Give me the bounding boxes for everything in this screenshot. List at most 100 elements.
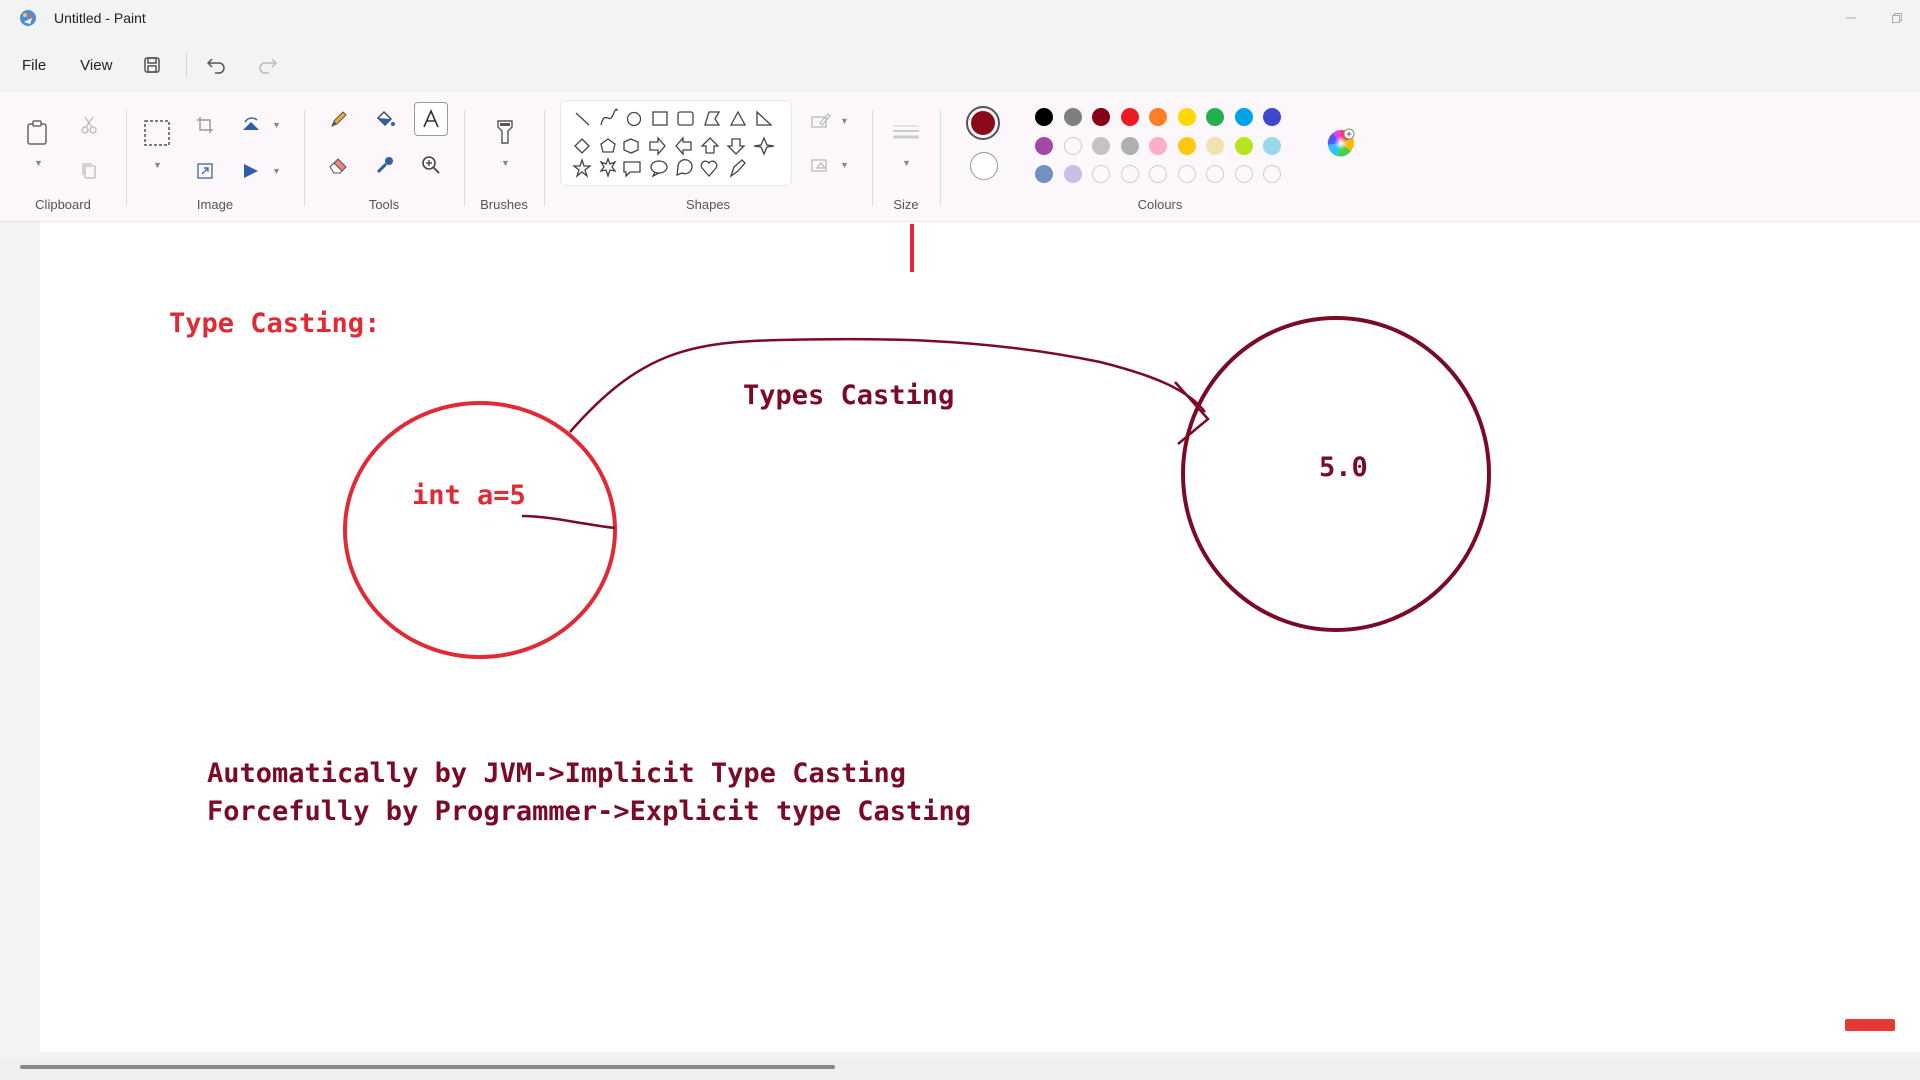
palette-swatch[interactable] bbox=[1177, 136, 1196, 155]
shape-fill-chevron-icon[interactable]: ▼ bbox=[840, 160, 849, 170]
paint-app-icon bbox=[20, 10, 36, 26]
copy-button[interactable] bbox=[72, 154, 106, 188]
canvas-area: Type Casting: int a=5 Types Casting 5.0 … bbox=[0, 222, 1920, 1057]
palette-swatch[interactable] bbox=[1263, 108, 1281, 126]
save-button[interactable] bbox=[136, 49, 168, 81]
palette-swatch[interactable] bbox=[1035, 136, 1053, 155]
ribbon-separator bbox=[940, 110, 941, 206]
palette-swatch[interactable] bbox=[1063, 136, 1082, 155]
palette-swatch[interactable] bbox=[1263, 165, 1281, 183]
colours-label: Colours bbox=[1137, 197, 1183, 212]
outline-chevron-icon[interactable]: ▼ bbox=[840, 116, 849, 126]
horizontal-scrollbar[interactable] bbox=[20, 1065, 835, 1069]
undo-button[interactable] bbox=[201, 49, 233, 81]
rotate-button[interactable] bbox=[234, 108, 268, 142]
palette-swatch[interactable] bbox=[1177, 108, 1196, 126]
pencil-icon bbox=[331, 111, 347, 127]
size-chevron-icon[interactable]: ▼ bbox=[902, 158, 911, 168]
edit-colours-button[interactable] bbox=[1326, 128, 1356, 163]
size-button[interactable] bbox=[889, 116, 923, 150]
image-label: Image bbox=[196, 197, 234, 212]
palette-swatch[interactable] bbox=[1092, 136, 1110, 155]
resize-button[interactable] bbox=[188, 154, 222, 188]
rotate-chevron-icon[interactable]: ▼ bbox=[272, 120, 281, 130]
resize-icon bbox=[197, 163, 213, 179]
rotate-icon bbox=[243, 117, 259, 130]
secondary-color-button[interactable] bbox=[970, 152, 998, 180]
brush-icon bbox=[497, 120, 513, 144]
save-icon bbox=[144, 57, 161, 73]
palette-swatch[interactable] bbox=[1234, 136, 1253, 155]
crop-button[interactable] bbox=[188, 108, 222, 142]
palette-swatch[interactable] bbox=[1206, 165, 1224, 183]
ribbon-separator bbox=[464, 110, 465, 206]
restore-button[interactable] bbox=[1874, 0, 1920, 36]
size-label: Size bbox=[893, 197, 919, 212]
redo-button[interactable] bbox=[251, 49, 283, 81]
palette-swatch[interactable] bbox=[1206, 136, 1224, 155]
colour-wheel-icon bbox=[1327, 128, 1355, 157]
text-button[interactable] bbox=[414, 102, 448, 136]
primary-color-swatch bbox=[971, 111, 995, 135]
shapes-label: Shapes bbox=[685, 197, 731, 212]
palette-swatch[interactable] bbox=[1035, 165, 1053, 183]
palette-swatch[interactable] bbox=[1063, 108, 1082, 126]
undo-icon bbox=[207, 58, 226, 74]
fill-button[interactable] bbox=[368, 102, 402, 136]
crop-icon bbox=[197, 117, 213, 133]
menu-file[interactable]: File bbox=[22, 56, 47, 74]
magnifier-button[interactable] bbox=[414, 148, 448, 182]
arrow-label-text: Types Casting bbox=[743, 380, 955, 411]
clipboard-group: ▼ Clipboard bbox=[0, 98, 126, 220]
eyedropper-icon bbox=[376, 157, 393, 174]
ribbon-separator bbox=[872, 110, 873, 206]
palette-swatch[interactable] bbox=[1234, 165, 1253, 183]
cut-button[interactable] bbox=[72, 108, 106, 142]
palette-swatch[interactable] bbox=[1120, 108, 1139, 126]
flip-button[interactable] bbox=[234, 154, 268, 188]
colours-group: Colours bbox=[940, 98, 1380, 220]
palette-swatch[interactable] bbox=[1120, 136, 1139, 155]
shape-fill-button[interactable] bbox=[804, 148, 838, 182]
palette-swatch[interactable] bbox=[1035, 108, 1053, 126]
clipboard-label: Clipboard bbox=[35, 197, 91, 212]
color-picker-button[interactable] bbox=[368, 148, 402, 182]
brushes-button[interactable] bbox=[488, 116, 522, 150]
left-circle-text: int a=5 bbox=[412, 480, 526, 511]
palette-swatch[interactable] bbox=[1263, 136, 1281, 155]
drawing-canvas[interactable]: Type Casting: int a=5 Types Casting 5.0 … bbox=[40, 222, 1920, 1052]
flip-icon bbox=[244, 164, 258, 178]
canvas-drawing bbox=[343, 224, 1491, 659]
minimize-button[interactable] bbox=[1828, 0, 1874, 36]
palette-swatch[interactable] bbox=[1149, 108, 1167, 126]
subscribe-badge[interactable] bbox=[1845, 1019, 1895, 1031]
palette-swatch[interactable] bbox=[1177, 165, 1196, 183]
ribbon-separator bbox=[544, 110, 545, 206]
palette-swatch[interactable] bbox=[1092, 165, 1110, 183]
primary-color-button[interactable] bbox=[966, 106, 1000, 140]
minimize-icon bbox=[1846, 17, 1856, 19]
select-chevron-icon[interactable]: ▼ bbox=[153, 160, 162, 170]
left-circle bbox=[343, 401, 617, 659]
select-button[interactable] bbox=[140, 116, 174, 150]
paste-button[interactable] bbox=[20, 116, 54, 150]
palette-swatch[interactable] bbox=[1120, 165, 1139, 183]
shapes-group: Shapes bbox=[544, 98, 872, 220]
ribbon-separator bbox=[304, 110, 305, 206]
palette-swatch[interactable] bbox=[1092, 108, 1110, 126]
paste-chevron-icon[interactable]: ▼ bbox=[34, 158, 43, 168]
palette-swatch[interactable] bbox=[1234, 108, 1253, 126]
palette-swatch[interactable] bbox=[1206, 108, 1224, 126]
selection-rectangle-icon bbox=[144, 120, 170, 146]
menu-view[interactable]: View bbox=[80, 56, 113, 74]
brushes-chevron-icon[interactable]: ▼ bbox=[501, 158, 510, 168]
palette-swatch[interactable] bbox=[1149, 136, 1167, 155]
pencil-button[interactable] bbox=[322, 102, 356, 136]
palette-swatch[interactable] bbox=[1149, 165, 1167, 183]
eraser-button[interactable] bbox=[322, 148, 356, 182]
window-title: Untitled - Paint bbox=[54, 10, 146, 26]
size-group: ▼ Size bbox=[872, 98, 940, 220]
palette-swatch[interactable] bbox=[1063, 165, 1082, 183]
outline-button[interactable] bbox=[804, 104, 838, 138]
flip-chevron-icon[interactable]: ▼ bbox=[272, 166, 281, 176]
